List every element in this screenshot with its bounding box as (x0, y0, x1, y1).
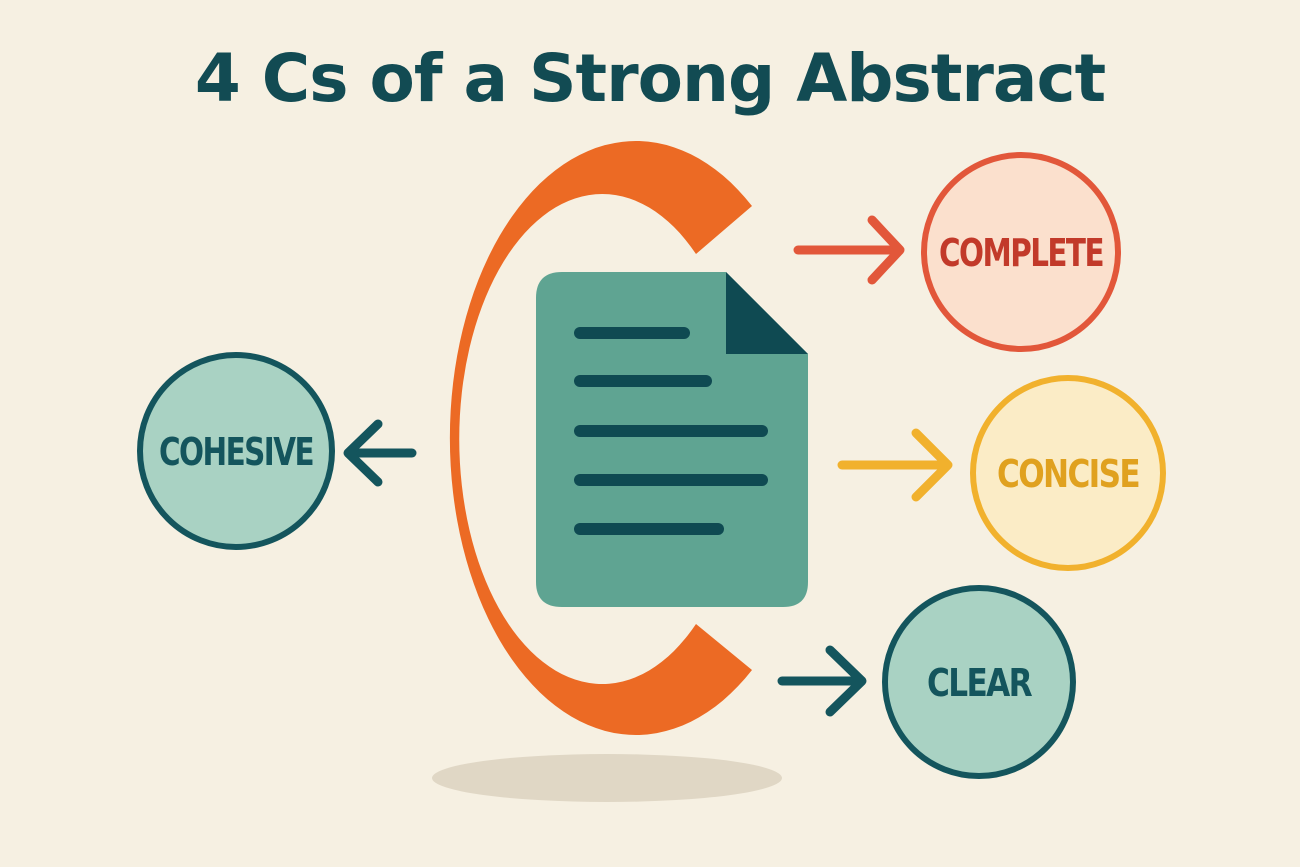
node-label-complete: COMPLETE (939, 231, 1103, 275)
ground-shadow (432, 754, 782, 802)
node-label-concise: CONCISE (997, 452, 1139, 496)
node-complete: COMPLETE (921, 152, 1121, 352)
arrow-right-icon (837, 428, 953, 502)
big-c-shape (449, 140, 752, 735)
node-label-cohesive: COHESIVE (159, 430, 313, 474)
node-concise: CONCISE (970, 375, 1166, 571)
arrow-right-icon (793, 215, 905, 285)
page-title: 4 Cs of a Strong Abstract (194, 40, 1106, 117)
arrow-right-icon (777, 645, 867, 717)
node-clear: CLEAR (882, 585, 1076, 779)
document-icon (536, 272, 808, 607)
node-label-clear: CLEAR (927, 661, 1032, 705)
arrow-left-icon (343, 419, 417, 487)
node-cohesive: COHESIVE (137, 352, 335, 550)
